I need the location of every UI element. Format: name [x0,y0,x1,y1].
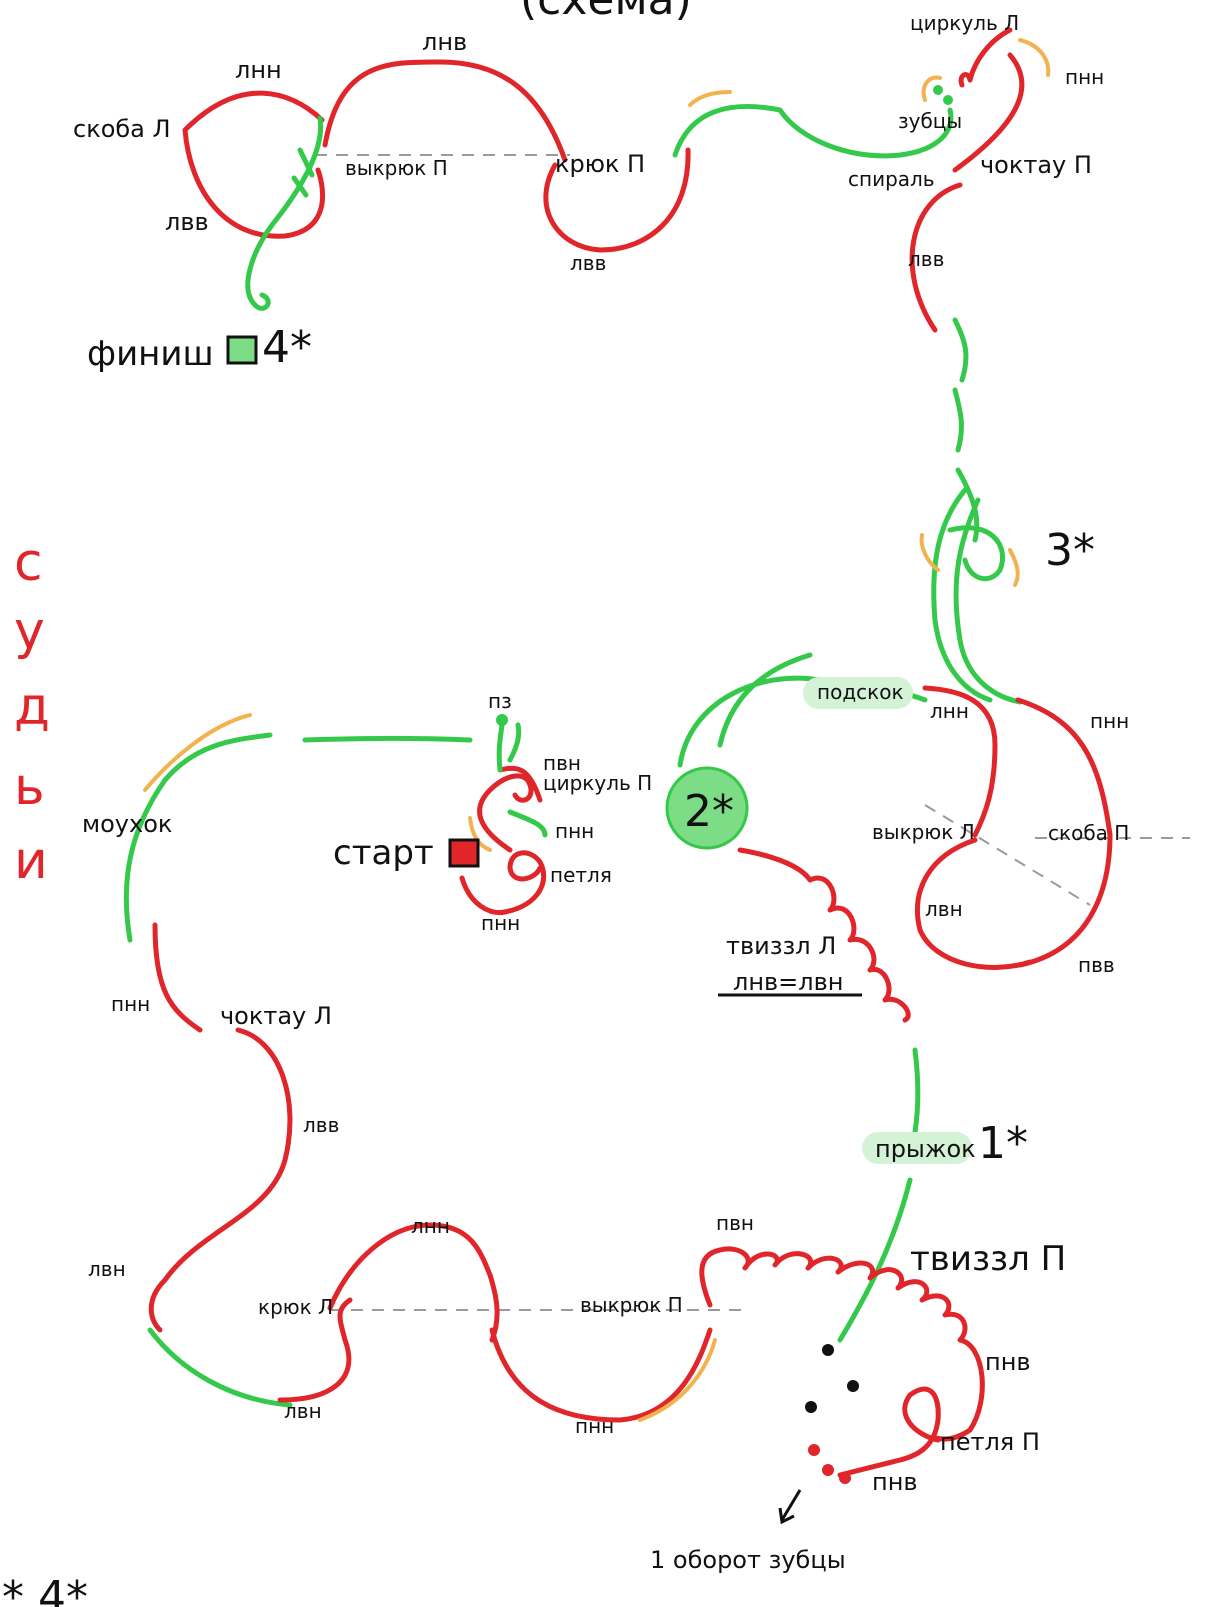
label-mouhok: моухок [82,810,172,838]
label-vykryuk-l: выкрюк Л [872,820,975,844]
label-choktau-p: чоктау П [980,151,1092,179]
label-pryzhok: прыжок [875,1135,976,1163]
label-lvv-right: лвв [908,247,944,271]
label-lnv-eq-lvn: лнв=лвн [733,968,843,996]
top-right-pattern [672,27,1051,705]
label-zubtsy: зубцы [898,109,962,133]
label-pvn-bottom: пвн [716,1211,754,1235]
diagram-title: (схема) [520,0,692,25]
twizzle-l [737,847,911,1023]
pryzhok-highlight [862,1132,972,1164]
label-podskok: подскок [817,680,904,704]
lobe-lvn-right [914,837,1033,970]
marker-2-circle [665,766,749,850]
label-tsirkul-l: циркуль Л [910,11,1019,35]
label-choktau-l: чоктау Л [220,1002,332,1030]
loop-3 [947,525,1006,582]
label-lvv-top: лвв [165,208,209,236]
pryzhok-transition [837,1047,921,1343]
label-pnv-1: пнв [985,1348,1031,1376]
label-pvv: пвв [1078,953,1115,977]
judges-label: с у д ь и [14,533,50,891]
label-skoba-l: скоба Л [73,115,171,143]
label-kryuk-l: крюк Л [258,1295,333,1319]
start-label: старт [333,833,434,873]
right-bottom-pattern [699,1047,985,1525]
label-lnv-top: лнв [422,28,467,56]
judges-letter: ь [14,757,45,817]
lobe-lnn-bottom [327,1222,500,1343]
label-pnn-right: пнн [1090,709,1129,733]
label-pvn-center: пвн [543,751,581,775]
start-loop [459,850,547,916]
center-start-pattern [448,714,548,916]
label-pnn-left: пнн [111,992,150,1016]
choktau-p [952,52,1025,173]
label-pnn-top: пнн [1065,65,1104,89]
label-lvv-left: лвв [303,1113,339,1137]
top-left-pattern [182,59,691,365]
marker-1: 1* [978,1118,1028,1169]
label-skoba-p: скоба П [1048,821,1129,845]
label-petlya-p: петля П [940,1428,1040,1456]
lobe-pnn-left [152,922,203,1033]
twizzle-p [699,1246,985,1442]
judges-letter: у [14,601,45,661]
label-petlya: петля [550,863,612,887]
label-lnn-top: лнн [235,56,282,84]
label-twizzle-p: твиззл П [910,1239,1066,1279]
label-lvv-mid: лвв [570,251,606,275]
label-lvn-bottom: лвн [284,1399,322,1423]
label-oborot: 1 оборот зубцы [650,1546,846,1574]
label-kryuk-p: крюк П [555,150,645,178]
label-vykryuk-p-top: выкрюк П [345,156,448,180]
lobe-pnn-bottom [489,1327,713,1423]
label-tsirkul-p: циркуль П [543,771,652,795]
petlya-p [837,1386,941,1478]
lobe-lvv-left [148,1027,293,1333]
podskok-highlight [803,677,913,709]
judges-letter: и [14,831,48,891]
label-lnn-bottom: лнн [411,1214,450,1238]
label-vykryuk-p-bottom: выкрюк П [580,1293,683,1317]
marker-4: 4* [262,322,312,373]
label-spiral: спираль [848,167,935,191]
lobe-kryuk-p [543,147,691,253]
lobe-lnn-right [922,685,998,838]
footer-note: * 4* [2,1572,88,1607]
lobe-lnv-top [322,59,568,163]
judges-letter: д [14,677,50,737]
finish-transition [245,115,324,311]
label-pnn-center2: пнн [481,911,520,935]
label-lvn-left: лвн [88,1257,126,1281]
left-bottom-pattern [147,922,717,1423]
label-lvn-right: лвн [925,897,963,921]
label-pnn-center: пнн [555,819,594,843]
judges-letter: с [14,533,43,593]
tsirkul-l [958,27,1013,88]
lobe-skoba-l [182,90,326,239]
finish-label: финиш [87,334,214,374]
start-square [448,838,480,868]
marker-2: 2* [684,786,734,837]
label-pnv-2: пнв [872,1468,918,1496]
label-lnn-right: лнн [930,699,969,723]
finish-square [226,335,258,365]
label-twizzle-l: твиззл Л [726,932,836,960]
marker-3: 3* [1045,525,1095,576]
left-transition [123,713,473,943]
axis-lines [315,154,1190,1311]
lobe-pnn-right [1015,697,1113,968]
lobe-lvv-right [909,182,963,333]
label-pz: пз [488,689,512,713]
lobe-kryuk-l [277,1297,353,1403]
mouhok-transition [123,732,273,943]
label-pnn-bottom: пнн [575,1414,614,1438]
spiral-transition [672,103,954,159]
